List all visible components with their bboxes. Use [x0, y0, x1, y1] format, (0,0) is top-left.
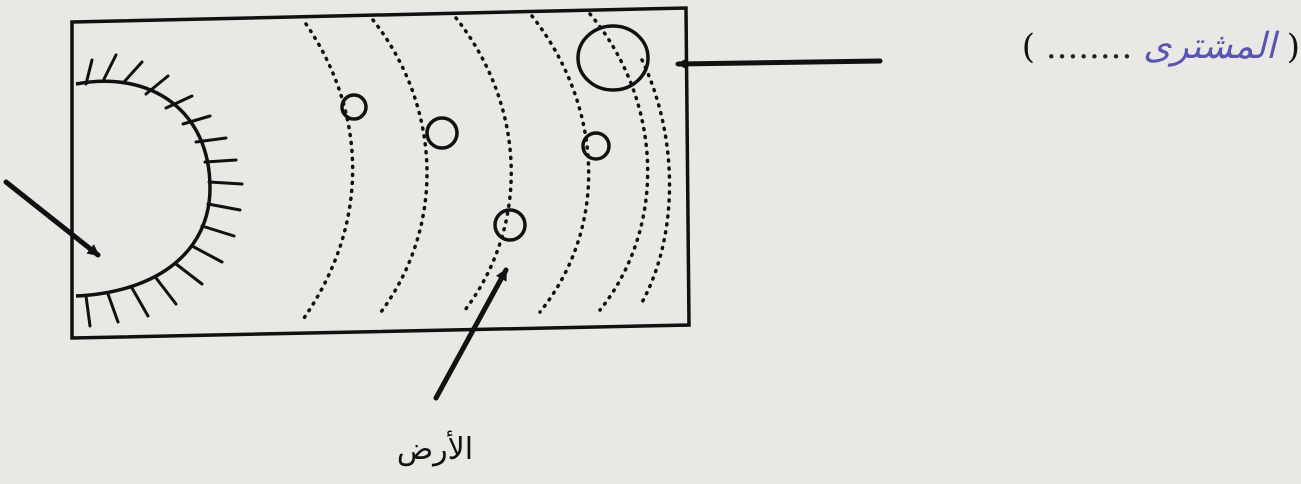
sun [75, 79, 212, 298]
orbit-4 [530, 14, 591, 314]
planet-earth [493, 208, 527, 242]
orbit-6 [638, 58, 672, 308]
leader-dots: ........ [1045, 27, 1133, 67]
arrow-to-earth [433, 267, 509, 401]
planet-answer-line: ( المشترى ........ ) [840, 26, 1300, 86]
planet-4 [581, 131, 611, 161]
planets [340, 24, 650, 242]
sun-rays [84, 53, 244, 328]
open-paren: ( [1286, 27, 1300, 67]
orbits [302, 12, 672, 320]
planet-2 [425, 116, 459, 150]
planet-jupiter [576, 24, 650, 92]
orbit-3 [454, 16, 513, 316]
earth-label: الأرض [396, 432, 474, 467]
arrows [3, 57, 883, 401]
orbit-2 [371, 18, 429, 318]
arrow-to-sun [3, 179, 101, 258]
close-paren: ) [1021, 27, 1036, 67]
orbit-1 [302, 22, 355, 320]
handwritten-answer: المشترى [1143, 26, 1276, 67]
arrow-to-jupiter [675, 57, 883, 70]
planet-1 [340, 93, 368, 121]
orbit-5 [588, 12, 650, 312]
